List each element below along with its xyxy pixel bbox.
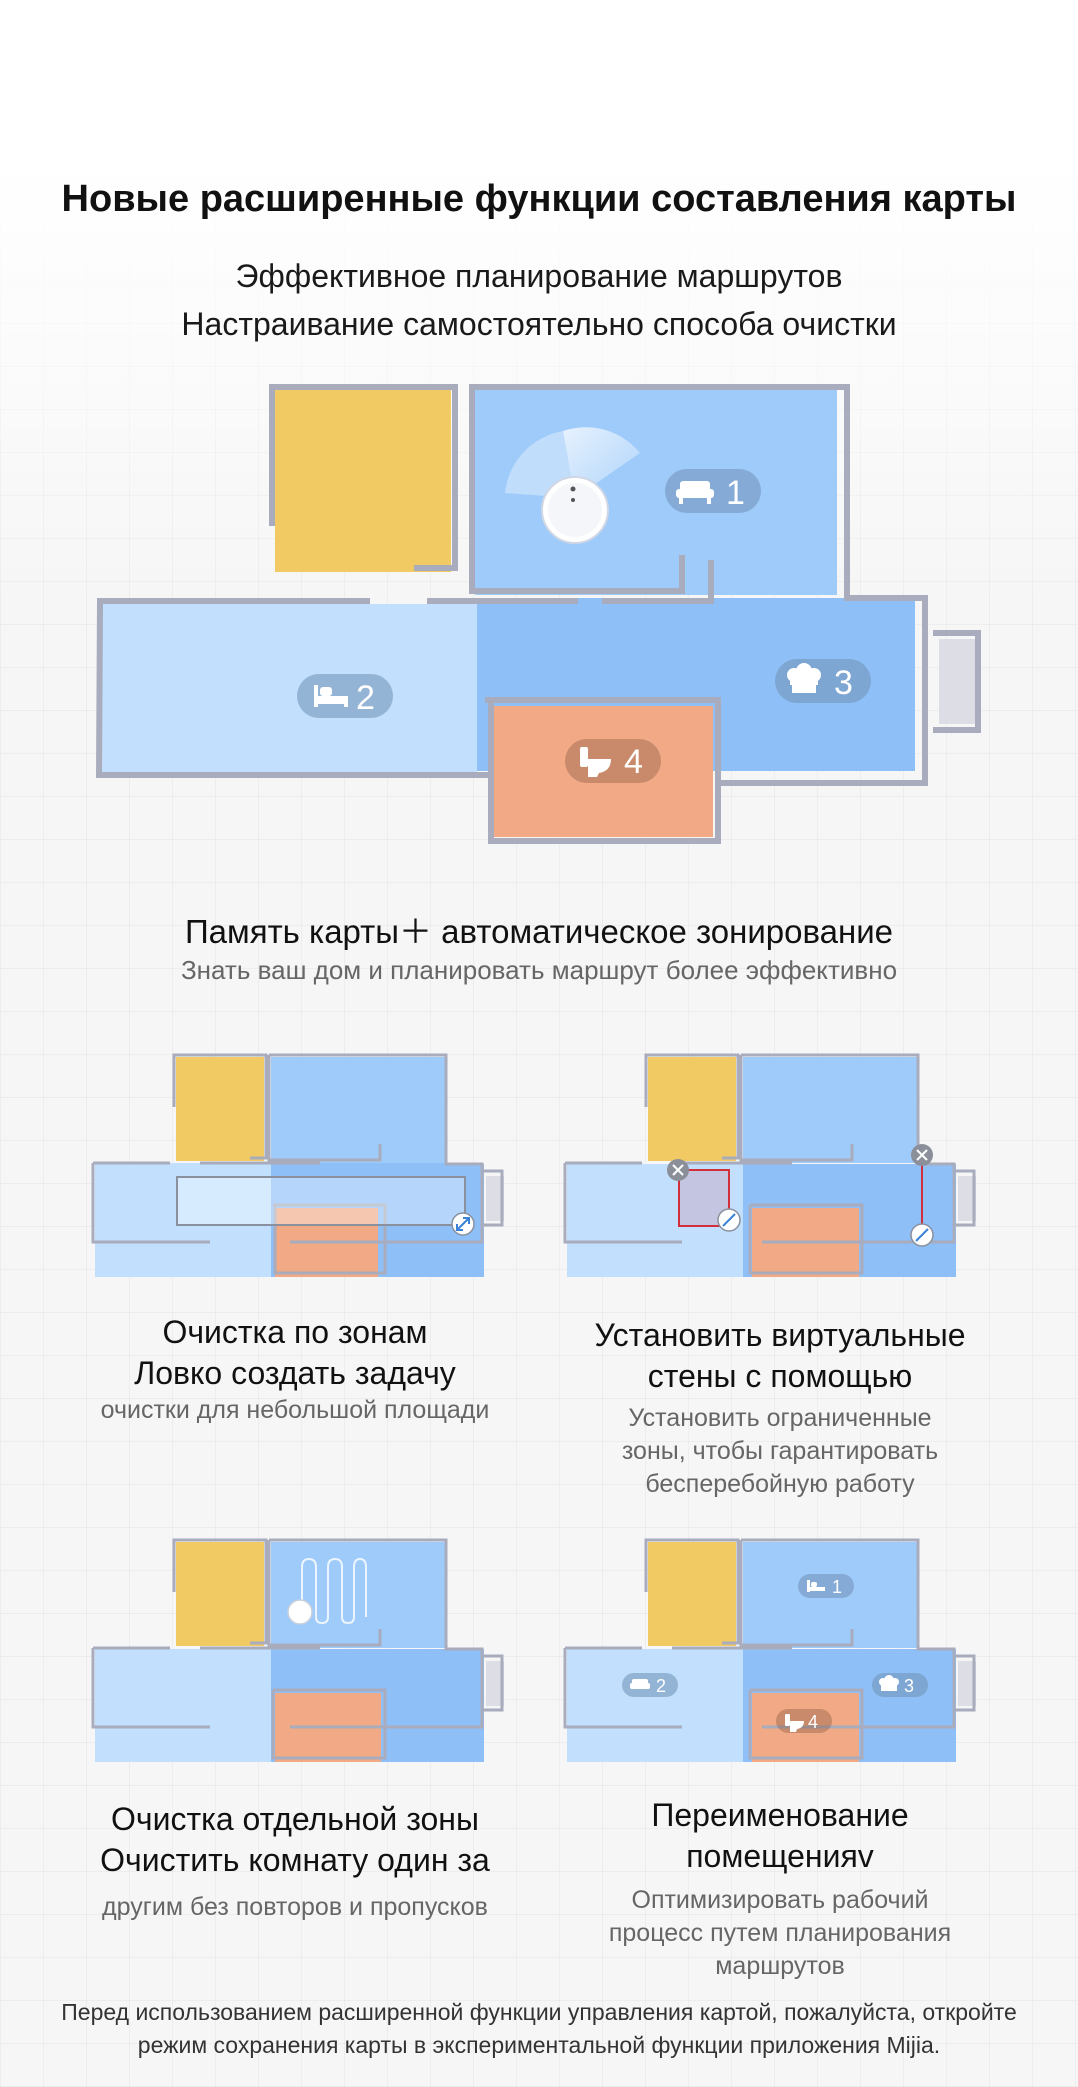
rotate-wall-icon[interactable] bbox=[910, 1223, 934, 1247]
chef-hat-icon bbox=[787, 663, 821, 693]
main-floor-map: 1 2 3 4 bbox=[95, 384, 981, 844]
svg-text:1: 1 bbox=[726, 474, 745, 512]
map-zone-cleaning bbox=[91, 1053, 504, 1277]
room-bedroom bbox=[102, 604, 477, 772]
rename-label-3[interactable]: 3 bbox=[872, 1673, 928, 1697]
dock-area bbox=[939, 639, 975, 724]
robot-icon bbox=[287, 1599, 313, 1625]
room-label-1: 1 bbox=[665, 469, 761, 513]
footnote: Перед использованием расширенной функции… bbox=[61, 1999, 1017, 2058]
map-virtual-walls bbox=[563, 1053, 976, 1277]
sofa-icon bbox=[630, 1679, 650, 1689]
feature-room-desc: другим без повторов и пропусков bbox=[102, 1893, 488, 1921]
map-room-cleaning bbox=[91, 1538, 504, 1762]
feature-walls-desc: Установить ограниченные зоны, чтобы гара… bbox=[621, 1404, 939, 1498]
room-label-4: 4 bbox=[565, 739, 661, 783]
page-title: Новые расширенные функции составления ка… bbox=[61, 178, 1017, 220]
map-rename-rooms: 1 2 3 4 bbox=[563, 1538, 976, 1762]
resize-handle-icon[interactable] bbox=[451, 1212, 475, 1236]
svg-text:1: 1 bbox=[832, 1577, 842, 1597]
bed-icon bbox=[314, 685, 348, 707]
room-sofa bbox=[475, 390, 837, 595]
resize-zone-icon[interactable] bbox=[717, 1208, 741, 1232]
room-label-3: 3 bbox=[775, 659, 871, 703]
zone-selection-box[interactable] bbox=[176, 1176, 466, 1226]
robot-vacuum-icon bbox=[541, 476, 609, 544]
chef-hat-icon bbox=[879, 1675, 899, 1691]
svg-text:3: 3 bbox=[834, 664, 853, 702]
svg-text:4: 4 bbox=[624, 743, 643, 781]
room-label-2: 2 bbox=[297, 674, 393, 718]
svg-text:4: 4 bbox=[808, 1712, 818, 1732]
feature-zone-title: Очистка по зонам Ловко создать задачу bbox=[134, 1314, 456, 1391]
feature-rename-title: Переименование помещенияv bbox=[651, 1797, 909, 1874]
feature-rename-desc: Оптимизировать рабочий процесс путем пла… bbox=[608, 1886, 952, 1980]
svg-text:2: 2 bbox=[656, 1676, 666, 1696]
delete-wall-icon[interactable] bbox=[911, 1144, 933, 1166]
page-subtitle-line2: Настраивание самостоятельно способа очис… bbox=[181, 306, 897, 342]
cleaning-path-icon bbox=[301, 1557, 367, 1625]
delete-zone-icon[interactable] bbox=[667, 1159, 689, 1181]
page-subtitle-line1: Эффективное планирование маршрутов bbox=[235, 258, 843, 294]
feature-zone-desc: очистки для небольшой площади bbox=[100, 1396, 490, 1424]
sofa-icon bbox=[676, 481, 714, 504]
rename-label-1[interactable]: 1 bbox=[798, 1574, 854, 1598]
room-yellow bbox=[275, 390, 451, 572]
svg-text:2: 2 bbox=[356, 679, 375, 717]
section-subtitle: Знать ваш дом и планировать маршрут боле… bbox=[180, 955, 898, 985]
feature-walls-title: Установить виртуальные стены с помощью bbox=[594, 1317, 966, 1394]
rename-label-4[interactable]: 4 bbox=[776, 1709, 832, 1733]
toilet-icon bbox=[785, 1714, 804, 1732]
feature-room-title: Очистка отдельной зоны Очистить комнату … bbox=[100, 1801, 490, 1878]
toilet-icon bbox=[580, 747, 611, 777]
rename-label-2[interactable]: 2 bbox=[622, 1673, 678, 1697]
section-title: Память карты＋ автоматическое зонирование bbox=[184, 913, 894, 950]
svg-text:3: 3 bbox=[904, 1676, 914, 1696]
bed-icon bbox=[807, 1580, 825, 1592]
